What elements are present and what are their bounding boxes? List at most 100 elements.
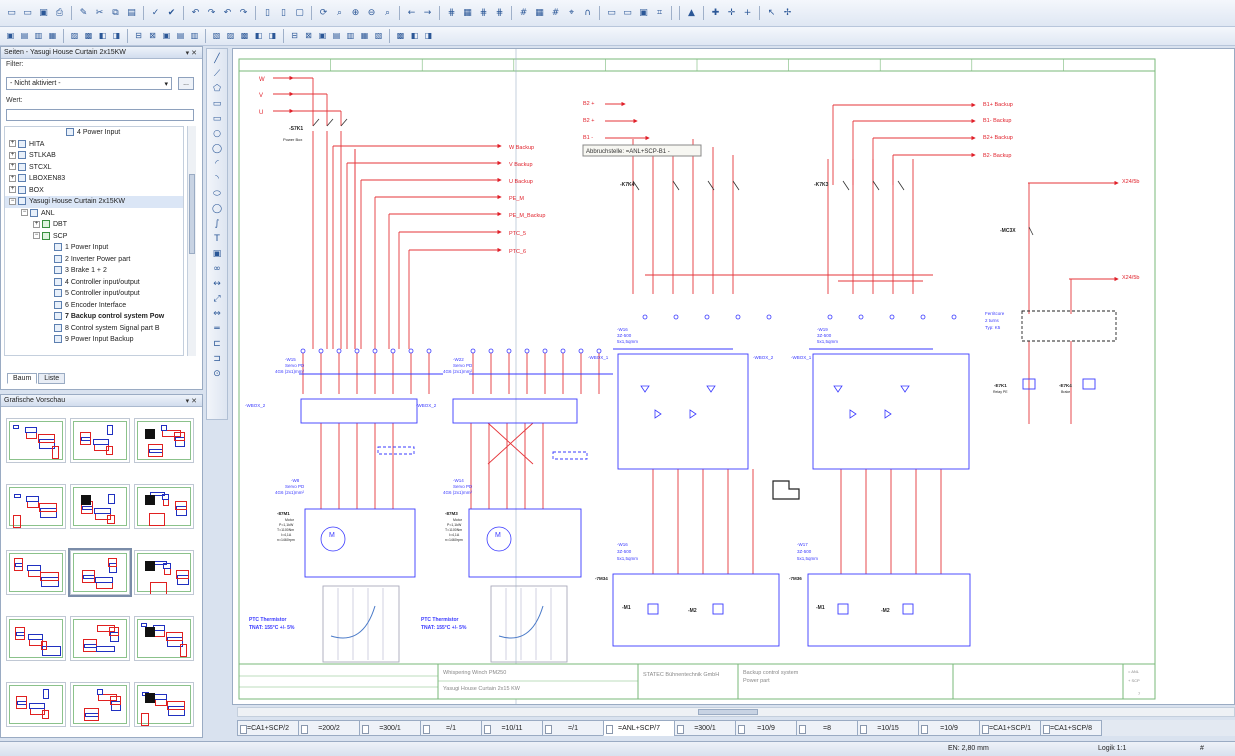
refresh-icon[interactable]: ⟳ [319, 7, 328, 18]
frame-icon[interactable]: ▭ [623, 7, 632, 18]
page-thumbnail[interactable] [70, 616, 130, 661]
tree-item[interactable]: −SCP [5, 231, 183, 243]
grid-icon[interactable]: ⋕ [447, 7, 456, 18]
dimension3-icon[interactable]: ⇔ [213, 309, 221, 319]
spline-icon[interactable]: ∫ [214, 219, 220, 229]
new-icon[interactable]: ▭ [7, 7, 16, 18]
tool-d-icon[interactable]: ▦ [48, 31, 57, 40]
dimension2-icon[interactable]: ⤢ [213, 294, 221, 304]
page-thumbnail[interactable] [6, 616, 66, 661]
cut-icon[interactable]: ✂ [95, 7, 104, 18]
cursor-plus-icon[interactable]: ✚ [711, 7, 720, 18]
arrow-right-icon[interactable]: → [423, 7, 432, 18]
undo-icon[interactable]: ↶ [191, 7, 200, 18]
redo-icon[interactable]: ↷ [207, 7, 216, 18]
undo-all-icon[interactable]: ↶ [223, 7, 232, 18]
rectangle2-icon[interactable]: ▭ [212, 114, 222, 124]
tool-c-icon[interactable]: ▥ [34, 31, 43, 40]
tree-scrollbar-thumb[interactable] [189, 174, 195, 254]
collapse-icon[interactable]: − [9, 197, 16, 205]
tool-m-icon[interactable]: ▥ [190, 31, 199, 40]
check-icon[interactable]: ✓ [151, 7, 160, 18]
tool-v-icon[interactable]: ▤ [332, 31, 341, 40]
page-tab[interactable]: =CA1+SCP/1 [979, 720, 1041, 736]
grid2-icon[interactable]: ⋕ [479, 7, 488, 18]
polyline-icon[interactable]: ⟋ [213, 69, 221, 79]
tree-item[interactable]: +STLKAB [5, 150, 183, 162]
redo-all-icon[interactable]: ↷ [239, 7, 248, 18]
page-tab[interactable]: =300/1 [674, 720, 736, 736]
tool-aa-icon[interactable]: ◧ [410, 31, 419, 40]
circle2-icon[interactable]: ◯ [211, 144, 223, 154]
tool-t-icon[interactable]: ⊠ [305, 31, 312, 40]
polygon-icon[interactable]: ⬠ [213, 84, 221, 94]
link-icon[interactable]: ∞ [213, 264, 221, 274]
zoom-fit-icon[interactable]: ⌕ [336, 7, 343, 18]
tool-r-icon[interactable]: ◨ [268, 31, 277, 40]
cross2-icon[interactable]: + [743, 7, 752, 18]
page-tab[interactable]: =ANL+SCP/7 [603, 720, 675, 736]
page-tab[interactable]: =200/2 [298, 720, 360, 736]
canvas-hscrollbar-thumb[interactable] [698, 709, 758, 715]
paste-icon[interactable]: ▤ [127, 7, 136, 18]
page-thumbnail[interactable] [134, 418, 194, 463]
text-icon[interactable]: T [214, 234, 220, 244]
print-icon[interactable]: ⎙ [55, 7, 64, 18]
tree-item[interactable]: 3 Brake 1 + 2 [5, 265, 183, 277]
page-tab[interactable]: =10/9 [735, 720, 797, 736]
tool-a-icon[interactable]: ▣ [6, 31, 15, 40]
tool-l-icon[interactable]: ▤ [176, 31, 185, 40]
save-icon[interactable]: ▣ [39, 7, 48, 18]
line-icon[interactable]: ╱ [214, 54, 220, 64]
collapse-icon[interactable]: − [33, 232, 40, 240]
hash2-icon[interactable]: # [551, 7, 560, 18]
page-tab[interactable]: =10/11 [481, 720, 543, 736]
grid-snap-icon[interactable]: ▦ [463, 7, 472, 18]
dimension5-icon[interactable]: ⊏ [213, 339, 221, 349]
tool-h-icon[interactable]: ◨ [112, 31, 121, 40]
page-thumbnail[interactable] [6, 418, 66, 463]
tab-liste[interactable]: Liste [38, 373, 66, 384]
tool-j-icon[interactable]: ⊠ [149, 31, 156, 40]
arc-icon[interactable]: ◜ [215, 159, 219, 169]
tool-b-icon[interactable]: ▤ [20, 31, 29, 40]
page-tab[interactable]: =/1 [542, 720, 604, 736]
filter-select[interactable]: - Nicht aktiviert -▾ [6, 77, 172, 90]
tools-icon[interactable]: ✎ [79, 7, 88, 18]
page-thumbnail[interactable] [6, 550, 66, 595]
tree-item[interactable]: +LBOXEN83 [5, 173, 183, 185]
tool-y-icon[interactable]: ▧ [374, 31, 383, 40]
window-icon[interactable]: ▢ [295, 7, 304, 18]
tool-g-icon[interactable]: ◧ [98, 31, 107, 40]
tool-e-icon[interactable]: ▨ [70, 31, 79, 40]
page-thumbnail[interactable] [6, 484, 66, 529]
magnet-icon[interactable]: ∩ [584, 7, 591, 18]
page-thumbnail[interactable] [68, 548, 132, 597]
page-thumbnail[interactable] [70, 418, 130, 463]
zoom-out-icon[interactable]: ⊖ [367, 7, 376, 18]
tree-item[interactable]: 4 Controller input/output [5, 277, 183, 289]
tool-n-icon[interactable]: ▧ [212, 31, 221, 40]
tree-item[interactable]: +STCXL [5, 162, 183, 174]
circle-icon[interactable]: ○ [213, 129, 221, 139]
expand-icon[interactable]: + [33, 220, 40, 228]
tool-z-icon[interactable]: ▩ [396, 31, 405, 40]
expand-icon[interactable]: + [9, 186, 16, 194]
expand-icon[interactable]: + [9, 163, 16, 171]
page-tab[interactable]: =CA1+SCP/8 [1040, 720, 1102, 736]
rectangle-icon[interactable]: ▭ [212, 99, 222, 109]
page-thumbnail[interactable] [70, 682, 130, 727]
canvas-hscrollbar[interactable] [237, 707, 1235, 717]
hash-icon[interactable]: # [519, 7, 528, 18]
snap-icon[interactable]: ▦ [535, 7, 544, 18]
page-thumbnail[interactable] [6, 682, 66, 727]
expand-icon[interactable]: + [9, 174, 16, 182]
expand-icon[interactable]: + [9, 151, 16, 159]
arrow-left-icon[interactable]: ← [407, 7, 416, 18]
pointer-icon[interactable]: ↖ [767, 7, 776, 18]
page-icon[interactable]: ▯ [265, 7, 270, 18]
tree-scrollbar[interactable] [187, 126, 196, 356]
page-thumbnail[interactable] [134, 550, 194, 595]
tree-item[interactable]: +BOX [5, 185, 183, 197]
tree-item[interactable]: 8 Control system Signal part B [5, 323, 183, 335]
